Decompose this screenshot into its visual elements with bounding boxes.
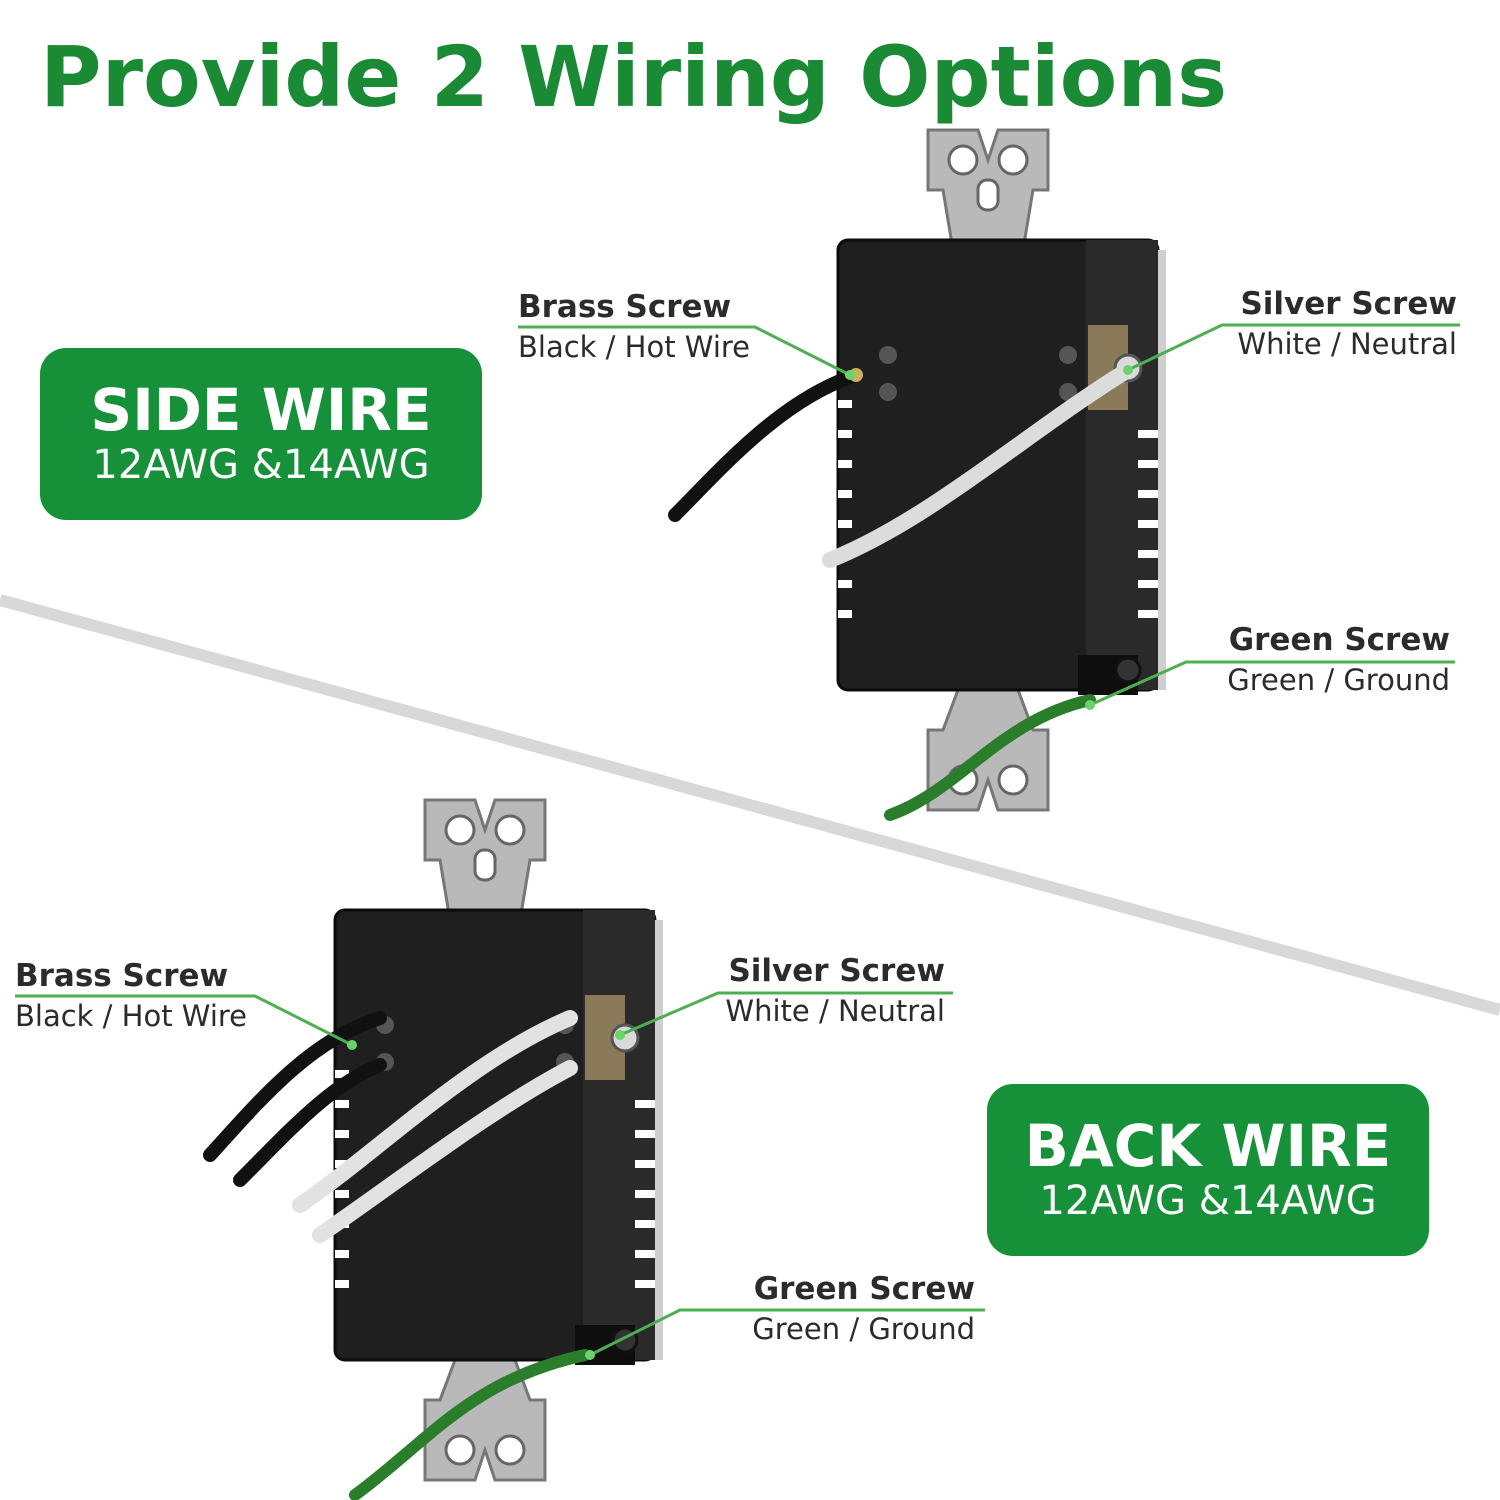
page-title: Provide 2 Wiring Options	[40, 28, 1228, 126]
back-brass-sub: Black / Hot Wire	[15, 999, 248, 1033]
side-green-callout: Green Screw Green / Ground	[1227, 620, 1450, 700]
back-green-callout: Green Screw Green / Ground	[752, 1269, 975, 1349]
back-brass-callout: Brass Screw Black / Hot Wire	[15, 956, 247, 1036]
back-brass-title: Brass Screw	[15, 958, 229, 994]
side-wire-heading: SIDE WIRE	[90, 376, 432, 444]
side-silver-callout: Silver Screw White / Neutral	[1237, 284, 1457, 364]
back-wire-badge: BACK WIRE 12AWG &14AWG	[987, 1084, 1429, 1256]
back-silver-sub: White / Neutral	[725, 994, 945, 1028]
side-wire-gauge: 12AWG &14AWG	[92, 442, 430, 488]
back-silver-callout: Silver Screw White / Neutral	[725, 951, 945, 1031]
side-brass-title: Brass Screw	[518, 289, 732, 325]
side-silver-sub: White / Neutral	[1237, 327, 1457, 361]
side-wire-badge: SIDE WIRE 12AWG &14AWG	[40, 348, 482, 520]
back-wire-gauge: 12AWG &14AWG	[1039, 1178, 1377, 1224]
side-brass-sub: Black / Hot Wire	[518, 330, 751, 364]
back-green-title: Green Screw	[753, 1271, 975, 1307]
back-silver-title: Silver Screw	[728, 953, 945, 989]
side-green-sub: Green / Ground	[1227, 663, 1450, 697]
side-silver-title: Silver Screw	[1240, 286, 1457, 322]
back-wire-heading: BACK WIRE	[1024, 1112, 1392, 1180]
side-green-title: Green Screw	[1228, 622, 1450, 658]
side-brass-callout: Brass Screw Black / Hot Wire	[518, 287, 750, 367]
back-green-sub: Green / Ground	[752, 1312, 975, 1346]
